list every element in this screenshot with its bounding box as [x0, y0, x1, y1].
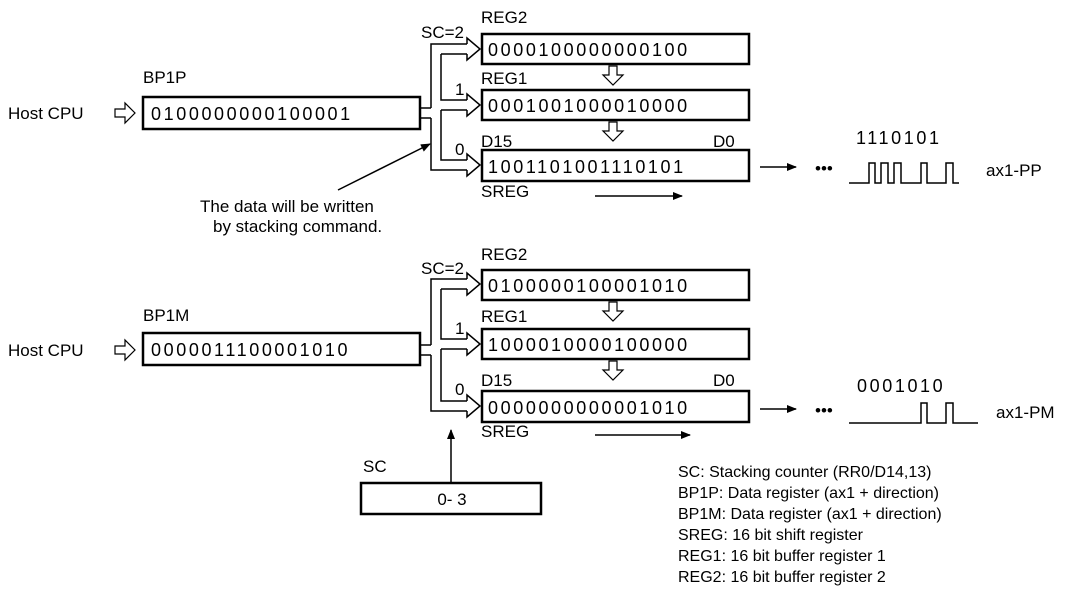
sc-counter-box [359, 481, 543, 516]
legend-item: REG1: 16 bit buffer register 1 [678, 548, 886, 565]
reg1-bits: 0001001000010000 [488, 96, 690, 116]
reg2-label: REG2 [481, 245, 527, 264]
reg2-bits: 0100000100001010 [488, 276, 690, 296]
legend-item: BP1P: Data register (ax1 + direction) [678, 485, 939, 502]
sc-counter-range: 0- 3 [437, 490, 466, 509]
ax1-pm-label: ax1-PM [996, 403, 1055, 422]
sc1-label: 1 [455, 319, 464, 338]
reg2-label: REG2 [481, 8, 527, 27]
sreg-label: SREG [481, 422, 529, 441]
sc1-label: 1 [455, 80, 464, 99]
top-section: Host CPU BP1P 0100000000100001 SC=2 REG2… [8, 8, 1042, 236]
bottom-distribution-bracket [421, 271, 482, 419]
note-line-1: The data will be written [200, 197, 374, 216]
bottom-section: Host CPU BP1M 0000011100001010 SC=2 REG2… [8, 245, 1055, 482]
sreg-label: SREG [481, 182, 529, 201]
shift-down-arrow-icon [601, 121, 625, 142]
sc2-label: SC=2 [421, 259, 464, 278]
d15-label: D15 [481, 132, 512, 151]
host-input-arrow-icon [114, 338, 136, 362]
reg2-register [480, 32, 751, 66]
note-line-2: by stacking command. [213, 217, 382, 236]
sc-counter-label: SC [363, 457, 387, 476]
sreg-register [480, 148, 751, 183]
reg2-bits: 0000100000000100 [488, 40, 690, 60]
d15-label: D15 [481, 371, 512, 390]
host-cpu-label: Host CPU [8, 341, 84, 360]
reg1-register [480, 88, 751, 122]
ax1-pm-pulse-waveform [849, 402, 978, 424]
sc0-label: 0 [455, 140, 464, 159]
sreg-register [480, 389, 751, 424]
bp1p-bits: 0100000000100001 [151, 104, 353, 124]
legend-item: BP1M: Data register (ax1 + direction) [678, 506, 942, 523]
sc2-label: SC=2 [421, 23, 464, 42]
bp1m-register [141, 331, 422, 367]
sreg-bits: 1001101001110101 [488, 157, 686, 177]
ax1-pp-label: ax1-PP [986, 161, 1042, 180]
reg2-register [480, 268, 751, 302]
top-distribution-bracket [421, 36, 482, 178]
legend-item: SREG: 16 bit shift register [678, 527, 864, 544]
shift-down-arrow-icon [601, 301, 625, 322]
d0-label: D0 [713, 371, 735, 390]
legend: SC: Stacking counter (RR0/D14,13) BP1P: … [678, 464, 942, 586]
legend-item: SC: Stacking counter (RR0/D14,13) [678, 464, 931, 481]
bp1m-label: BP1M [143, 306, 189, 325]
shift-down-arrow-icon [601, 65, 625, 86]
continuation-dots: ••• [815, 401, 833, 420]
pulse-bits: 0001010 [857, 376, 945, 396]
reg1-register [480, 327, 751, 361]
continuation-dots: ••• [815, 159, 833, 178]
shift-down-arrow-icon [601, 360, 625, 381]
bp1p-register [141, 95, 422, 131]
host-input-arrow-icon [114, 101, 136, 125]
reg1-label: REG1 [481, 307, 527, 326]
host-cpu-label: Host CPU [8, 104, 84, 123]
sc0-label: 0 [455, 380, 464, 399]
legend-item: REG2: 16 bit buffer register 2 [678, 569, 886, 586]
stacking-counter: SC 0- 3 [359, 457, 543, 516]
sreg-bits: 0000000000001010 [488, 398, 690, 418]
bp1p-label: BP1P [143, 68, 186, 87]
ax1-pp-pulse-waveform [849, 162, 959, 184]
bp1m-bits: 0000011100001010 [151, 340, 350, 360]
d0-label: D0 [713, 132, 735, 151]
note-pointer-arrow [337, 143, 431, 191]
reg1-bits: 1000010000100000 [488, 335, 690, 355]
pulse-bits: 1110101 [856, 128, 942, 148]
reg1-label: REG1 [481, 69, 527, 88]
